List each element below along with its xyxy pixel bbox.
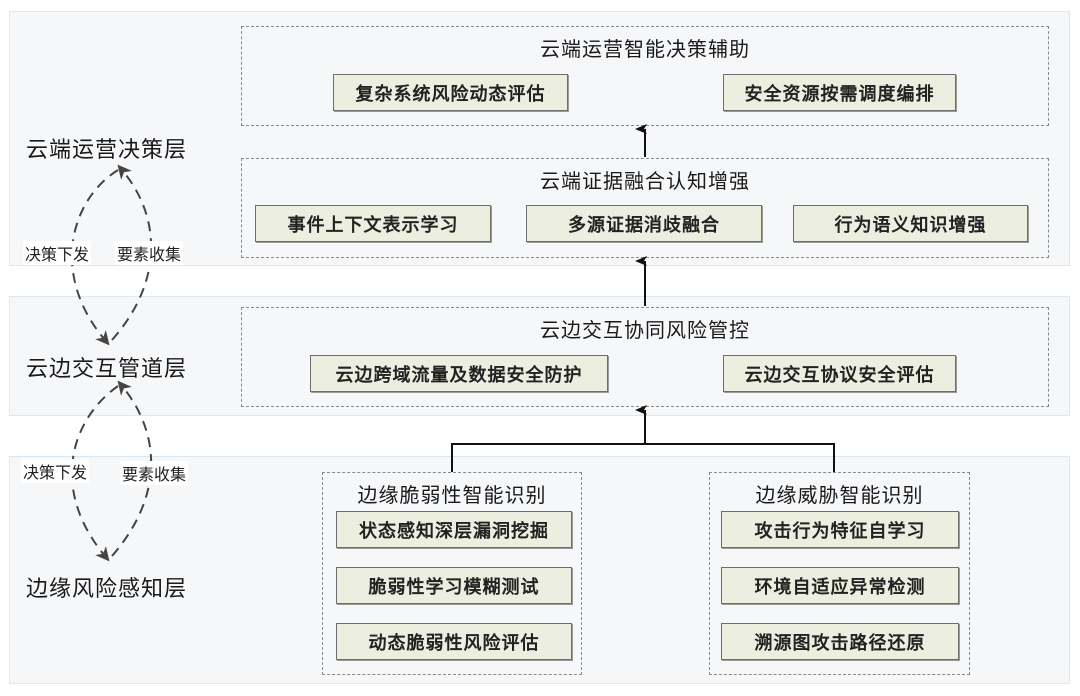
cloud-layer-label: 云端运营决策层 [26, 138, 188, 163]
edge-threat-title: 边缘威胁智能识别 [755, 483, 924, 507]
pipeline-risk-control-title: 云边交互协同风险管控 [540, 318, 750, 342]
edge-vulnerability-title: 边缘脆弱性智能识别 [357, 483, 547, 507]
pipeline-layer-label: 云边交互管道层 [26, 357, 188, 382]
edge-threat-box: 边缘威胁智能识别 [709, 472, 970, 675]
item-complex-system-risk: 复杂系统风险动态评估 [333, 74, 568, 111]
item-security-resource-scheduling: 安全资源按需调度编排 [723, 74, 956, 111]
upper-decision-down-label: 决策下发 [23, 241, 92, 265]
upper-collect-up-label: 要素收集 [115, 241, 184, 265]
item-attack-feature-learning: 攻击行为特征自学习 [721, 511, 959, 548]
item-vuln-fuzz-testing: 脆弱性学习模糊测试 [336, 567, 572, 604]
item-protocol-security-assessment: 云边交互协议安全评估 [723, 355, 956, 392]
cloud-decision-title: 云端运营智能决策辅助 [540, 37, 750, 61]
item-behavior-semantic-knowledge: 行为语义知识增强 [793, 205, 1028, 242]
edge-layer-label: 边缘风险感知层 [26, 577, 188, 602]
item-multisource-evidence-fusion: 多源证据消歧融合 [526, 205, 762, 242]
edge-vulnerability-box: 边缘脆弱性智能识别 [322, 472, 582, 675]
cloud-evidence-title: 云端证据融合认知增强 [540, 169, 750, 193]
lower-collect-up-label: 要素收集 [120, 461, 189, 485]
item-adaptive-anomaly-detection: 环境自适应异常检测 [721, 567, 959, 604]
item-cross-domain-traffic-protection: 云边跨域流量及数据安全防护 [310, 355, 608, 392]
item-event-context-learning: 事件上下文表示学习 [255, 205, 491, 242]
item-dynamic-vuln-risk: 动态脆弱性风险评估 [336, 623, 572, 660]
item-provenance-attack-path: 溯源图攻击路径还原 [721, 623, 959, 660]
lower-decision-down-label: 决策下发 [21, 459, 90, 483]
item-deep-vuln-mining: 状态感知深层漏洞挖掘 [336, 511, 572, 548]
pipeline-risk-control-box: 云边交互协同风险管控 [241, 307, 1049, 407]
